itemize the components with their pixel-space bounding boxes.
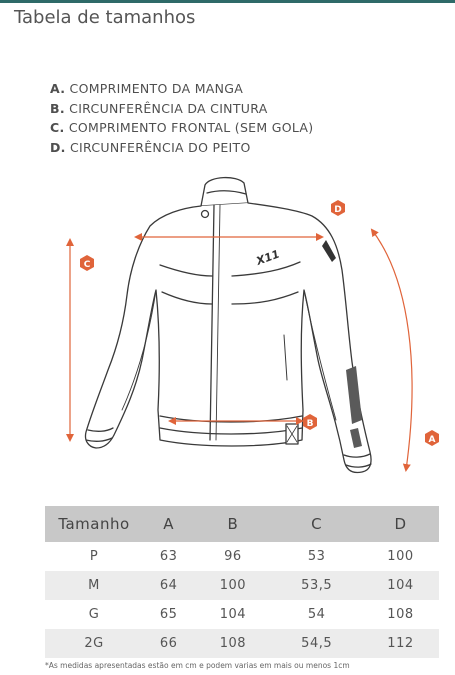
legend-key: D.: [50, 139, 66, 155]
legend-label: COMPRIMENTO FRONTAL (SEM GOLA): [68, 120, 314, 135]
legend-item-b: B. CIRCUNFERÊNCIA DA CINTURA: [50, 99, 313, 119]
cell-d: 100: [361, 542, 439, 571]
legend-label: CIRCUNFERÊNCIA DO PEITO: [70, 139, 251, 155]
top-bar: [0, 0, 455, 3]
table-row: G 65 104 54 108: [45, 600, 439, 629]
measurement-arrows: [66, 228, 413, 472]
cell-d: 108: [361, 600, 439, 629]
column-header-b: B: [194, 506, 272, 542]
legend-key: B.: [50, 100, 65, 116]
legend-key: A.: [50, 81, 66, 96]
cell-d: 104: [361, 571, 439, 600]
column-header-size: Tamanho: [45, 506, 143, 542]
cell-size: P: [45, 542, 143, 571]
legend-item-c: C. COMPRIMENTO FRONTAL (SEM GOLA): [50, 118, 313, 138]
cell-b: 100: [194, 571, 272, 600]
table-row: 2G 66 108 54,5 112: [45, 629, 439, 658]
marker-d-label: D: [334, 205, 341, 215]
column-header-d: D: [361, 506, 439, 542]
marker-a-label: A: [429, 435, 436, 445]
cell-d: 112: [361, 629, 439, 658]
page-title: Tabela de tamanhos: [14, 7, 196, 28]
legend-key: C.: [50, 120, 65, 135]
cell-size: M: [45, 571, 143, 600]
marker-b: B: [303, 414, 317, 430]
cell-size: G: [45, 600, 143, 629]
marker-c-label: C: [84, 260, 91, 270]
cell-a: 63: [143, 542, 195, 571]
jacket-illustration: X11 C D A B: [66, 176, 439, 474]
footnote: *As medidas apresentadas estão em cm e p…: [45, 661, 350, 670]
cell-size: 2G: [45, 629, 143, 658]
cell-b: 104: [194, 600, 272, 629]
cell-b: 108: [194, 629, 272, 658]
marker-c: C: [80, 255, 94, 271]
measurement-legend: A. COMPRIMENTO DA MANGA B. CIRCUNFERÊNCI…: [50, 79, 313, 157]
sleeve-stripes: [346, 366, 362, 448]
marker-b-label: B: [307, 419, 314, 429]
column-header-c: C: [271, 506, 362, 542]
marker-a: A: [425, 430, 439, 446]
table-row: P 63 96 53 100: [45, 542, 439, 571]
cell-c: 53,5: [271, 571, 362, 600]
cell-c: 54: [271, 600, 362, 629]
legend-label: CIRCUNFERÊNCIA DA CINTURA: [69, 100, 268, 116]
cell-a: 65: [143, 600, 195, 629]
cell-a: 66: [143, 629, 195, 658]
marker-d: D: [331, 200, 345, 216]
size-table: Tamanho A B C D P 63 96 53 100 M 64 100 …: [45, 506, 439, 658]
table-row: M 64 100 53,5 104: [45, 571, 439, 600]
cell-c: 54,5: [271, 629, 362, 658]
table-header-row: Tamanho A B C D: [45, 506, 439, 542]
cell-b: 96: [194, 542, 272, 571]
arrow-a: [370, 228, 413, 472]
column-header-a: A: [143, 506, 195, 542]
legend-label: COMPRIMENTO DA MANGA: [69, 81, 244, 96]
legend-item-d: D. CIRCUNFERÊNCIA DO PEITO: [50, 138, 313, 158]
jacket-drawing: [84, 176, 372, 474]
legend-item-a: A. COMPRIMENTO DA MANGA: [50, 79, 313, 99]
cell-c: 53: [271, 542, 362, 571]
cell-a: 64: [143, 571, 195, 600]
